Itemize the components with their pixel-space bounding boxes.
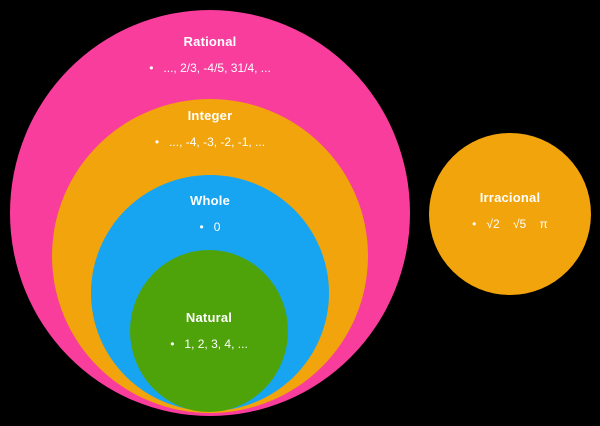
set-title-whole: Whole	[190, 193, 230, 208]
set-items-row-integer: • ..., -4, -3, -2, -1, ...	[52, 133, 368, 151]
bullet-icon: •	[472, 217, 477, 231]
set-labels-integer: Integer • ..., -4, -3, -2, -1, ...	[52, 106, 368, 151]
bullet-icon: •	[170, 337, 175, 351]
set-title-rational: Rational	[183, 34, 237, 49]
set-labels-natural: Natural • 1, 2, 3, 4, ...	[130, 308, 288, 353]
set-items-irrational: √2 √5 π	[486, 217, 548, 231]
set-labels-whole: Whole • 0	[91, 191, 329, 236]
set-circle-irrational: Irracional • √2 √5 π	[429, 133, 591, 295]
set-items-row-rational: • ..., 2/3, -4/5, 31/4, ...	[10, 59, 410, 77]
set-title-integer: Integer	[187, 108, 233, 123]
bullet-icon: •	[199, 220, 204, 234]
set-title-natural: Natural	[185, 310, 233, 325]
set-circle-natural: Natural • 1, 2, 3, 4, ...	[130, 250, 288, 412]
bullet-icon: •	[149, 61, 154, 75]
set-items-row-whole: • 0	[91, 218, 329, 236]
set-items-row-natural: • 1, 2, 3, 4, ...	[130, 335, 288, 353]
set-labels-rational: Rational • ..., 2/3, -4/5, 31/4, ...	[10, 32, 410, 77]
set-labels-irrational: Irracional • √2 √5 π	[429, 188, 591, 233]
set-items-row-irrational: • √2 √5 π	[429, 215, 591, 233]
set-title-irrational: Irracional	[479, 190, 541, 205]
set-items-integer: ..., -4, -3, -2, -1, ...	[169, 135, 266, 149]
set-items-rational: ..., 2/3, -4/5, 31/4, ...	[163, 61, 271, 75]
set-items-natural: 1, 2, 3, 4, ...	[184, 337, 248, 351]
bullet-icon: •	[154, 135, 160, 149]
set-items-whole: 0	[213, 220, 221, 234]
